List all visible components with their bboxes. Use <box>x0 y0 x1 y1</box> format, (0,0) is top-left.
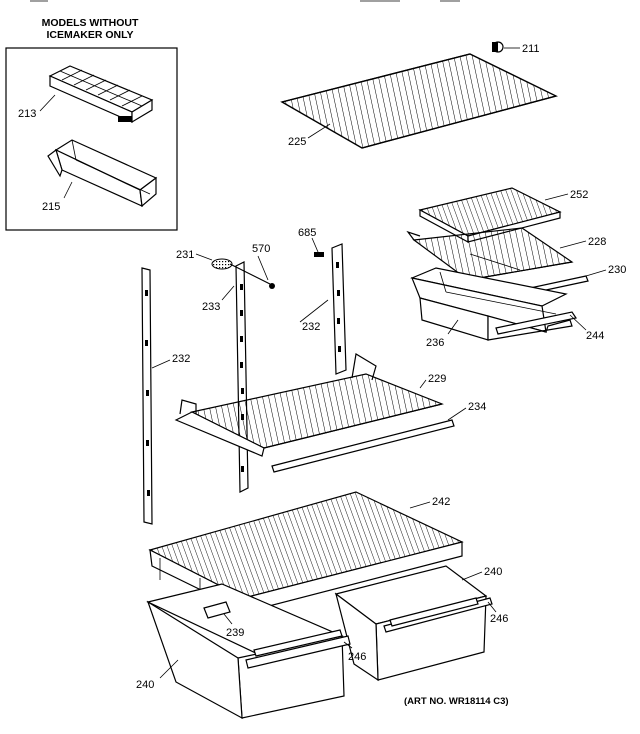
callout-242: 242 <box>432 496 450 508</box>
crisper-shelf-228 <box>406 227 574 281</box>
callout-246-left: 246 <box>348 651 366 663</box>
screw-685 <box>314 252 324 257</box>
shelf-trim-234 <box>271 419 455 473</box>
middle-wire-shelf <box>174 353 444 457</box>
screw-211 <box>492 41 504 53</box>
top-wire-shelf <box>280 53 558 149</box>
callout-240-left: 240 <box>136 679 154 691</box>
callout-232-center: 232 <box>302 321 320 333</box>
callout-225: 225 <box>288 136 306 148</box>
callout-232-left: 232 <box>172 353 190 365</box>
shelf-adjuster <box>211 258 275 289</box>
shelf-upright-right <box>331 243 347 375</box>
callout-211: 211 <box>522 43 540 55</box>
art-number: (ART NO. WR18114 C3) <box>404 696 509 707</box>
callout-236: 236 <box>426 337 444 349</box>
callout-213: 213 <box>18 108 36 120</box>
shelf-upright-far-left <box>141 267 153 525</box>
callout-230: 230 <box>608 264 626 276</box>
ice-tray <box>48 65 154 124</box>
callout-570: 570 <box>252 243 270 255</box>
callout-228: 228 <box>588 236 606 248</box>
drawer-right <box>334 565 493 682</box>
crisper-pan-236 <box>410 267 573 341</box>
callout-240-right: 240 <box>484 566 502 578</box>
callout-233: 233 <box>202 301 220 313</box>
inset-title-line1: MODELS WITHOUT <box>42 17 139 29</box>
lower-crisper-shelf <box>148 491 464 614</box>
drawer-left <box>146 583 351 720</box>
callout-239: 239 <box>226 627 244 639</box>
inset-title-line2: ICEMAKER ONLY <box>46 29 133 41</box>
callout-685: 685 <box>298 227 316 239</box>
callout-252: 252 <box>570 189 588 201</box>
inset-models-without-icemaker: MODELS WITHOUT ICEMAKER ONLY 213 <box>5 17 178 231</box>
shelf-upright-left <box>235 261 249 493</box>
callout-215: 215 <box>42 201 60 213</box>
crisper-handle-244 <box>495 311 577 335</box>
callout-229: 229 <box>428 373 446 385</box>
ice-bin <box>47 139 158 208</box>
callout-246-right: 246 <box>490 613 508 625</box>
callout-234: 234 <box>468 401 486 413</box>
callout-231: 231 <box>176 249 194 261</box>
callout-244: 244 <box>586 330 604 342</box>
